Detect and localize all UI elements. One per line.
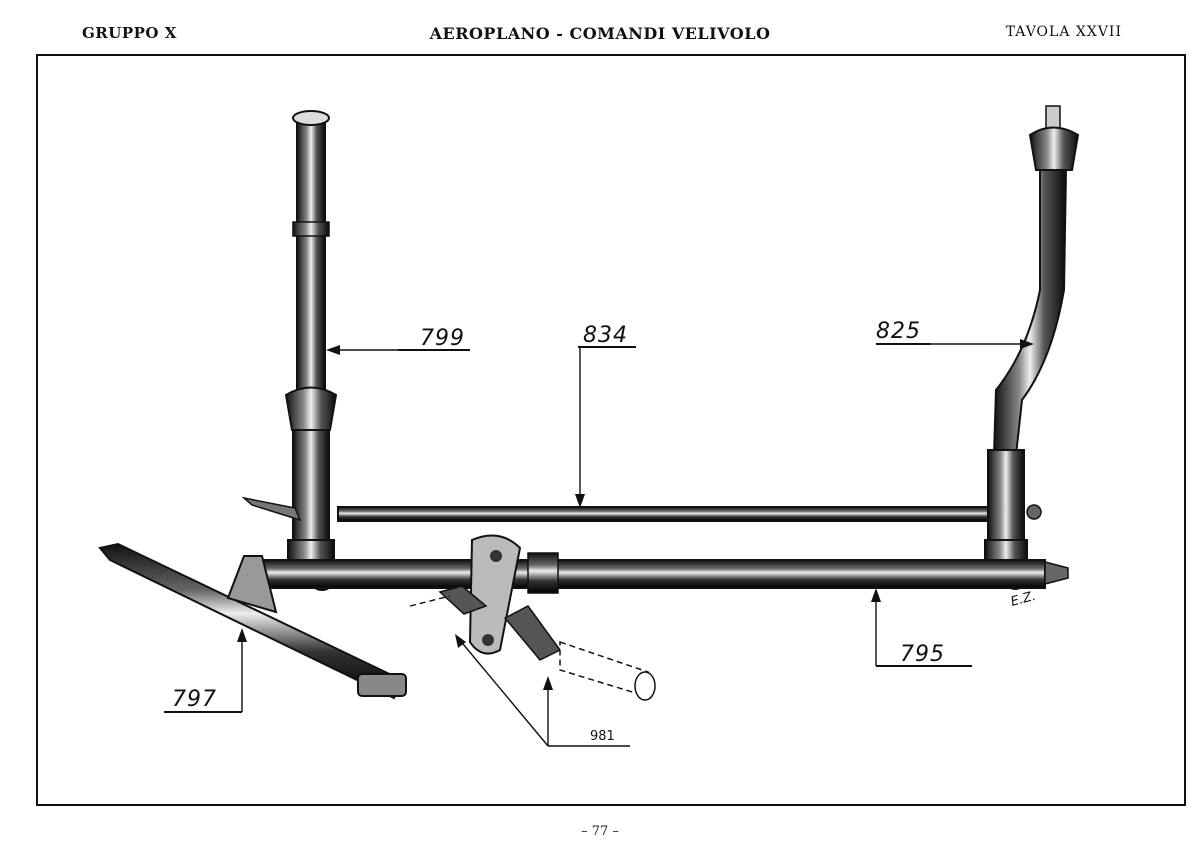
callout-834: 834 [575,323,636,508]
connecting-rod [337,506,989,522]
callout-label-834: 834 [583,323,628,348]
callout-825: 825 [876,319,1034,349]
page-number: – 77 – [581,824,619,839]
artist-signature: E.Z. [1009,589,1037,610]
rudder-bar [98,542,407,700]
group-label: GRUPPO X [82,24,177,42]
callout-795: 795 [871,588,972,667]
callout-981: 981 [455,634,630,747]
plate-number: TAVOLA XXVII [1005,24,1122,40]
callout-797: 797 [164,628,247,713]
illustration-frame [36,54,1186,806]
left-control-stick [241,110,338,591]
pedal-assembly [409,534,656,701]
page-title: AEROPLANO - COMANDI VELIVOLO [429,24,771,43]
callout-label-981: 981 [590,729,615,744]
callout-label-799: 799 [420,326,465,351]
callout-799: 799 [326,326,470,355]
right-control-stick [984,105,1080,590]
callout-label-825: 825 [876,319,921,344]
torque-tube [254,552,1069,594]
callout-label-797: 797 [172,687,217,712]
callout-label-795: 795 [900,642,945,667]
